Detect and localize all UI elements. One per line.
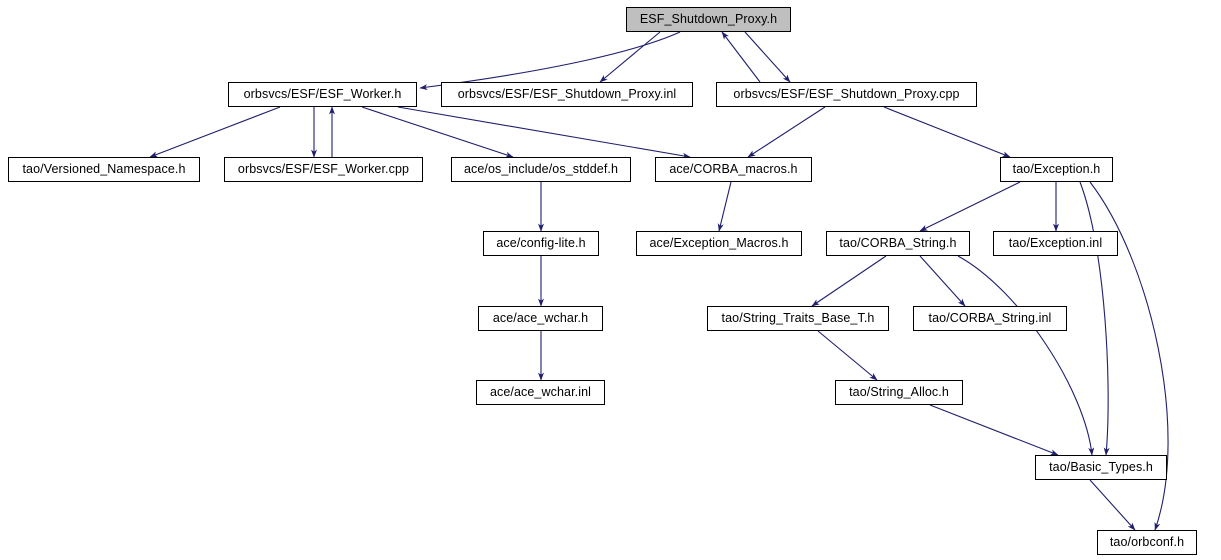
graph-node-label: tao/Exception.h (1012, 162, 1101, 177)
graph-node-label: orbsvcs/ESF/ESF_Worker.cpp (237, 162, 410, 177)
graph-edge (361, 106, 514, 158)
graph-edge (744, 31, 791, 83)
graph-edge (747, 106, 826, 158)
graph-node-exception_h[interactable]: tao/Exception.h (1000, 157, 1113, 182)
graph-node-basic_types[interactable]: tao/Basic_Types.h (1035, 455, 1167, 480)
graph-node-corba_string_inl[interactable]: tao/CORBA_String.inl (913, 306, 1067, 331)
graph-edge (397, 106, 691, 159)
graph-node-label: tao/Versioned_Namespace.h (22, 162, 186, 177)
graph-node-os_stddef[interactable]: ace/os_include/os_stddef.h (451, 157, 631, 182)
graph-node-root[interactable]: ESF_Shutdown_Proxy.h (626, 7, 791, 32)
graph-edge (419, 31, 681, 91)
graph-node-label: tao/String_Alloc.h (849, 385, 949, 400)
graph-node-label: orbsvcs/ESF/ESF_Shutdown_Proxy.cpp (733, 87, 960, 102)
graph-node-proxy_cpp[interactable]: orbsvcs/ESF/ESF_Shutdown_Proxy.cpp (716, 82, 977, 107)
graph-node-ace_wchar_inl[interactable]: ace/ace_wchar.inl (476, 380, 605, 405)
graph-node-corba_macros[interactable]: ace/CORBA_macros.h (655, 157, 812, 182)
graph-node-label: ace/ace_wchar.inl (489, 385, 592, 400)
graph-node-corba_string_h[interactable]: tao/CORBA_String.h (826, 231, 970, 256)
graph-node-label: tao/CORBA_String.h (839, 236, 957, 251)
graph-edge (721, 31, 761, 83)
graph-node-label: ace/config-lite.h (496, 236, 586, 251)
graph-node-ace_wchar_h[interactable]: ace/ace_wchar.h (478, 306, 603, 331)
graph-edge (957, 255, 1095, 456)
graph-node-label: tao/Exception.inl (1008, 236, 1103, 251)
graph-node-string_alloc[interactable]: tao/String_Alloc.h (835, 380, 963, 405)
graph-node-worker_cpp[interactable]: orbsvcs/ESF/ESF_Worker.cpp (224, 157, 423, 182)
graph-node-versioned_ns[interactable]: tao/Versioned_Namespace.h (8, 157, 200, 182)
graph-edge (919, 181, 1021, 232)
graph-node-label: orbsvcs/ESF/ESF_Worker.h (243, 87, 402, 102)
graph-node-label: ace/ace_wchar.h (492, 311, 589, 326)
graph-edge (1089, 479, 1136, 531)
graph-node-label: ESF_Shutdown_Proxy.h (639, 12, 778, 27)
graph-edge (929, 404, 1059, 456)
graph-node-worker_h[interactable]: orbsvcs/ESF/ESF_Worker.h (228, 82, 417, 107)
graph-edge (717, 181, 732, 232)
graph-node-exception_inl[interactable]: tao/Exception.inl (993, 231, 1118, 256)
graph-edge (599, 31, 661, 83)
graph-node-exc_macros[interactable]: ace/Exception_Macros.h (636, 231, 802, 256)
graph-node-config_lite[interactable]: ace/config-lite.h (483, 231, 599, 256)
graph-node-string_traits[interactable]: tao/String_Traits_Base_T.h (707, 306, 889, 331)
graph-edge (1079, 181, 1110, 456)
graph-edge (811, 255, 887, 307)
graph-node-label: tao/Basic_Types.h (1049, 460, 1153, 475)
graph-node-label: tao/CORBA_String.inl (928, 311, 1052, 326)
graph-edge (919, 255, 966, 307)
graph-node-label: orbsvcs/ESF/ESF_Shutdown_Proxy.inl (457, 87, 677, 102)
graph-node-orbconf[interactable]: tao/orbconf.h (1097, 530, 1197, 555)
graph-node-label: tao/String_Traits_Base_T.h (721, 311, 875, 326)
graph-edge (883, 106, 1011, 158)
graph-node-label: ace/CORBA_macros.h (669, 162, 798, 177)
graph-node-label: tao/orbconf.h (1109, 535, 1185, 550)
graph-node-label: ace/Exception_Macros.h (649, 236, 789, 251)
graph-node-proxy_inl[interactable]: orbsvcs/ESF/ESF_Shutdown_Proxy.inl (441, 82, 693, 107)
graph-edge (149, 106, 281, 158)
graph-edge (817, 330, 878, 381)
graph-node-label: ace/os_include/os_stddef.h (463, 162, 619, 177)
